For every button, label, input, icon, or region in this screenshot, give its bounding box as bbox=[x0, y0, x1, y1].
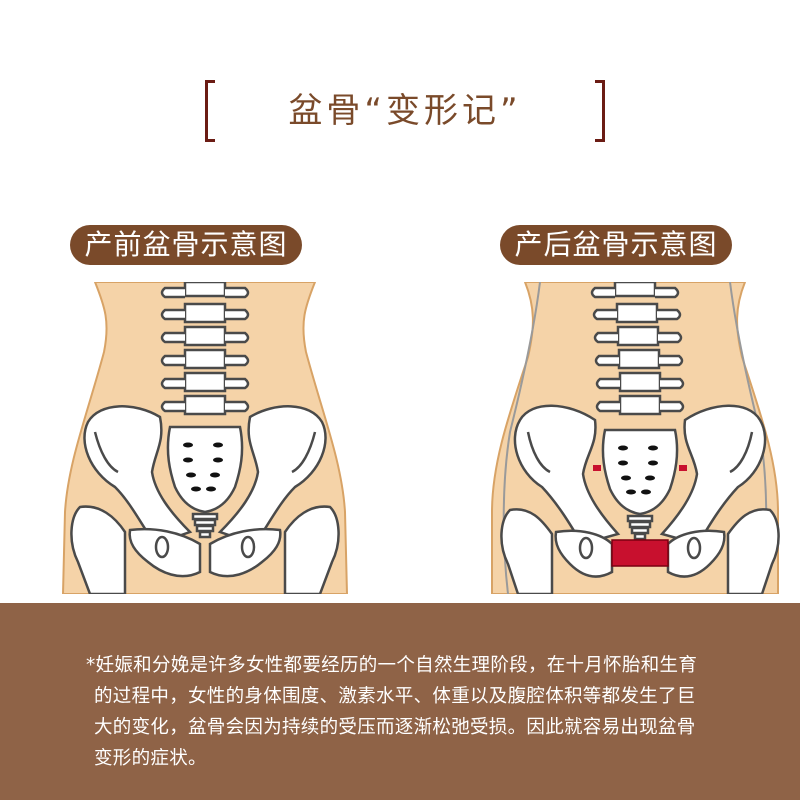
description-text: *妊娠和分娩是许多女性都要经历的一个自然生理阶段，在十月怀胎和生育 的过程中，女… bbox=[86, 650, 726, 774]
label-after-childbirth: 产后盆骨示意图 bbox=[500, 225, 732, 265]
pelvis-after-svg bbox=[491, 282, 780, 594]
description-panel bbox=[0, 603, 800, 800]
title-block: 盆骨“变形记” bbox=[205, 80, 605, 142]
pelvis-illustration-before bbox=[60, 282, 350, 594]
pelvis-illustration-after bbox=[490, 282, 780, 594]
description-line-2: 的过程中，女性的身体围度、激素水平、体重以及腹腔体积等都发生了巨 bbox=[94, 686, 696, 707]
page-title: 盆骨“变形记” bbox=[288, 91, 522, 131]
description-line-4: 变形的症状。 bbox=[94, 748, 207, 769]
description-line-1: *妊娠和分娩是许多女性都要经历的一个自然生理阶段，在十月怀胎和生育 bbox=[86, 655, 698, 676]
label-before-childbirth: 产前盆骨示意图 bbox=[70, 225, 302, 265]
pelvis-before-svg bbox=[61, 282, 349, 594]
pubic-gap-highlight bbox=[611, 539, 669, 567]
right-bracket-decoration bbox=[595, 80, 605, 142]
description-line-3: 大的变化，盆骨会因为持续的受压而逐渐松弛受损。因此就容易出现盆骨 bbox=[94, 717, 696, 738]
left-bracket-decoration bbox=[205, 80, 215, 142]
